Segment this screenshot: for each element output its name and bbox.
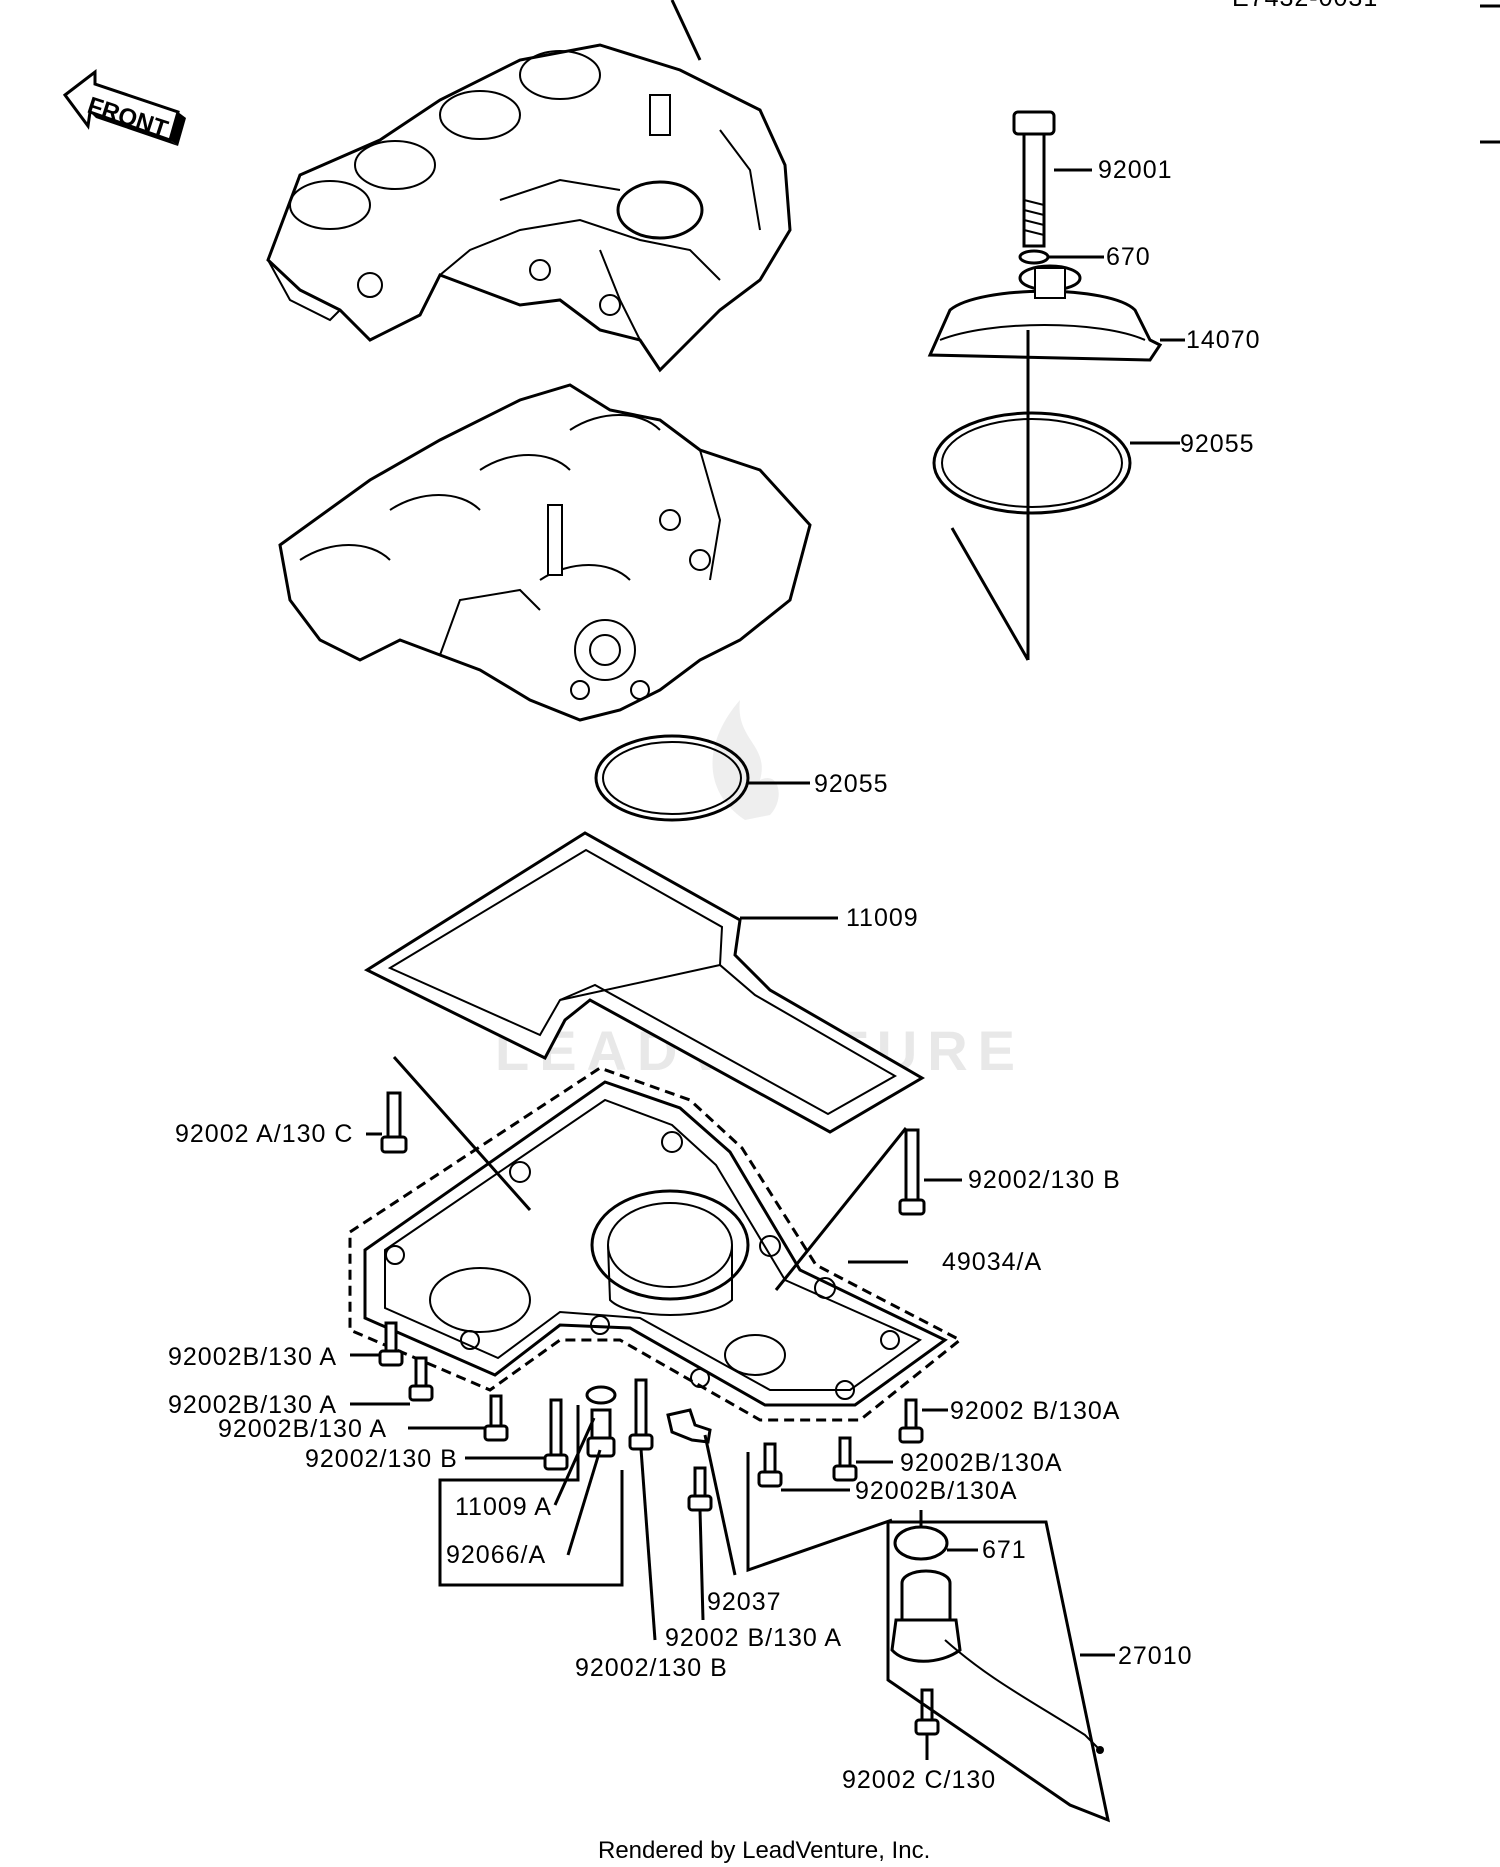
bolt-92002b-130a-mid [687, 1466, 713, 1621]
label-92002-130b-right: 92002/130 B [968, 1166, 1121, 1194]
label-49034a: 49034/A [942, 1248, 1042, 1276]
label-92002b-130a-bottom: 92002 B/130 A [665, 1624, 842, 1652]
label-92002b-130a-3: 92002B/130 A [218, 1415, 387, 1443]
bolt-92002-130b-left [465, 1398, 569, 1471]
drain-washer [585, 1385, 617, 1405]
switch-guide-line [746, 1452, 893, 1573]
bolt-92002b-130a-2 [350, 1356, 434, 1406]
label-92002-130b-left: 92002/130 B [305, 1445, 458, 1473]
diagram-code: E7432-0031 [1232, 0, 1378, 12]
leader-11009a [553, 1417, 596, 1506]
footer-credit: Rendered by LeadVenture, Inc. [598, 1837, 930, 1864]
label-670: 670 [1106, 243, 1151, 271]
label-27010: 27010 [1118, 1642, 1193, 1670]
label-92002c-130: 92002 C/130 [842, 1766, 996, 1794]
label-92055-lower: 92055 [814, 770, 889, 798]
label-671: 671 [982, 1536, 1027, 1564]
label-92002b-130a-1: 92002B/130 A [168, 1343, 337, 1371]
lower-crankcase [278, 383, 812, 722]
drain-bracket-line [438, 1405, 624, 1587]
label-92002b-130a-r3: 92002B/130A [855, 1477, 1018, 1505]
label-92037: 92037 [707, 1588, 782, 1616]
bracket-92037 [666, 1408, 737, 1576]
o-ring-lower [594, 734, 810, 822]
label-11009: 11009 [846, 904, 919, 932]
bolt-92002b-130a-r1 [898, 1398, 948, 1444]
front-arrow-icon: FRONT [62, 68, 186, 146]
bolt-92002-130b-mid [628, 1378, 657, 1641]
oil-pan-gasket [363, 831, 925, 1134]
bolt-92002b-130a-r3 [757, 1442, 850, 1492]
label-92002a-130c: 92002 A/130 C [175, 1120, 353, 1148]
upper-crankcase [266, 0, 792, 373]
label-92055-upper: 92055 [1180, 430, 1255, 458]
o-ring-upper [932, 411, 1180, 515]
o-ring-671 [893, 1525, 978, 1561]
label-92002-130b-bottom: 92002/130 B [575, 1654, 728, 1682]
label-92001: 92001 [1098, 156, 1173, 184]
label-11009a: 11009 A [455, 1493, 552, 1521]
switch-frame [886, 1520, 1111, 1823]
bolt-92002a-130c [366, 1056, 532, 1211]
leader-92066a [566, 1449, 602, 1556]
label-92066a: 92066/A [446, 1541, 546, 1569]
oil-pressure-switch [890, 1569, 1104, 1754]
guide-line [950, 527, 1030, 661]
bolt-92002b-130a-1 [350, 1321, 404, 1367]
label-14070: 14070 [1186, 326, 1261, 354]
label-92002b-130a-r2: 92002B/130A [900, 1449, 1063, 1477]
oil-filter-cover [927, 264, 1185, 362]
label-92002b-130a-2: 92002B/130 A [168, 1391, 337, 1419]
drain-plug [586, 1408, 616, 1458]
bolt-92002b-130a-r2 [832, 1436, 893, 1482]
bolt-92002-130b-right [774, 1127, 962, 1291]
label-92002b-130a-r1: 92002 B/130A [950, 1397, 1120, 1425]
oil-filter-bolt [1012, 110, 1104, 265]
oil-pan [348, 1066, 963, 1422]
bolt-92002b-130a-3 [408, 1394, 509, 1442]
